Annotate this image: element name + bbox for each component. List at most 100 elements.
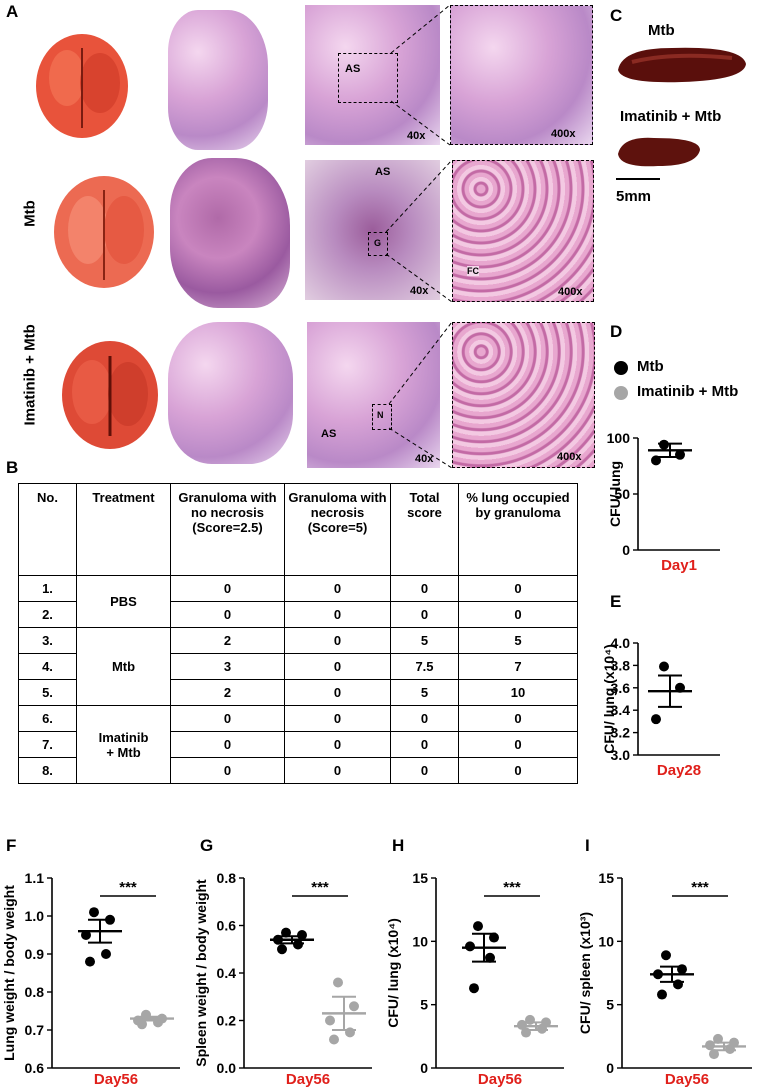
cell-percent-lung: 0	[458, 705, 578, 732]
data-point	[333, 977, 343, 988]
necrosis-label: N	[377, 410, 384, 420]
data-point	[675, 682, 685, 693]
cell-treatment: Mtb	[76, 627, 171, 706]
cell-no: 5.	[18, 679, 77, 706]
x-axis-label: Day28	[657, 762, 701, 779]
x-axis-label: Day56	[665, 1071, 709, 1088]
cell-no-necrosis: 0	[170, 705, 285, 732]
data-point	[273, 934, 283, 945]
y-tick-label: 5	[420, 997, 428, 1013]
data-point	[659, 661, 669, 672]
data-point	[325, 1015, 335, 1026]
header-treatment: Treatment	[76, 483, 171, 576]
alveolar-space-label: AS	[375, 166, 391, 178]
table-row: 2. 0 0 0 0	[18, 601, 578, 628]
cell-no: 4.	[18, 653, 77, 680]
cell-no: 8.	[18, 757, 77, 784]
cell-no: 6.	[18, 705, 77, 732]
cell-treatment: PBS	[76, 575, 171, 628]
y-tick-label: 0.0	[217, 1060, 237, 1076]
cell-with-necrosis: 0	[284, 627, 391, 654]
cell-percent-lung: 0	[458, 731, 578, 758]
y-tick-label: 3.6	[611, 680, 631, 696]
panel-label-f: F	[6, 836, 17, 855]
y-axis-label: CFU/ lung	[607, 461, 623, 527]
y-tick-label: 3.8	[611, 657, 631, 673]
data-point	[675, 449, 685, 460]
magnification-label: 400x	[558, 286, 583, 298]
y-tick-label: 0.4	[217, 965, 237, 981]
cell-with-necrosis: 0	[284, 601, 391, 628]
data-point	[651, 714, 661, 725]
cell-no-necrosis: 2	[170, 679, 285, 706]
y-tick-label: 0.8	[217, 870, 237, 886]
data-point	[141, 1009, 151, 1020]
y-tick-label: 0.7	[25, 1022, 45, 1038]
cell-no-necrosis: 2	[170, 627, 285, 654]
cell-no-necrosis: 0	[170, 731, 285, 758]
table-row: 1. PBS 0 0 0 0	[18, 575, 578, 628]
data-point	[485, 952, 495, 963]
data-point	[277, 944, 287, 955]
data-point	[677, 964, 687, 975]
cell-total-score: 0	[390, 731, 459, 758]
cell-with-necrosis: 0	[284, 757, 391, 784]
cell-no: 3.	[18, 627, 77, 654]
panel-label-d: D	[610, 322, 623, 341]
data-point	[661, 950, 671, 961]
y-tick-label: 0.8	[25, 984, 45, 1000]
row-label-mtb: Mtb	[21, 200, 39, 227]
cell-no-necrosis: 0	[170, 601, 285, 628]
y-tick-label: 15	[598, 870, 614, 886]
row-label-imatinib-mtb: Imatinib + Mtb	[21, 324, 39, 426]
x-axis-label: Day56	[94, 1071, 138, 1088]
spleen-label-imatinib: Imatinib + Mtb	[620, 108, 722, 125]
y-tick-label: 0	[622, 542, 630, 558]
data-point	[521, 1027, 531, 1038]
panel-label-g: G	[200, 836, 214, 855]
zoom-box	[368, 232, 388, 256]
x-axis-label: Day1	[661, 557, 697, 574]
cell-with-necrosis: 0	[284, 705, 391, 732]
data-point	[469, 983, 479, 994]
cell-total-score: 0	[390, 757, 459, 784]
header-with-necrosis: Granuloma with necrosis (Score=5)	[284, 483, 391, 576]
significance-label: ***	[119, 879, 137, 896]
y-axis-label: Spleen weight / body weight	[193, 879, 209, 1067]
cell-treatment: Imatinib + Mtb	[76, 705, 171, 784]
data-point	[465, 941, 475, 952]
significance-label: ***	[311, 879, 329, 896]
data-point	[473, 921, 483, 932]
histology-whole-imatinib	[168, 322, 293, 464]
data-point	[489, 932, 499, 943]
data-point	[713, 1033, 723, 1044]
data-point	[293, 939, 303, 950]
y-axis-label: CFU/ spleen (x10³)	[577, 912, 593, 1034]
y-tick-label: 3.4	[611, 702, 631, 718]
cell-with-necrosis: 0	[284, 575, 391, 602]
data-point	[651, 455, 661, 466]
data-point	[81, 930, 91, 940]
table-row: 5. 2 0 5 10	[18, 679, 578, 706]
zoom-box	[338, 53, 398, 103]
y-tick-label: 5	[606, 997, 614, 1013]
magnification-label: 400x	[557, 451, 582, 463]
cell-no: 2.	[18, 601, 77, 628]
data-point	[101, 949, 111, 959]
cell-percent-lung: 0	[458, 601, 578, 628]
y-tick-label: 3.2	[611, 725, 631, 741]
y-tick-label: 0	[606, 1060, 614, 1076]
spleen-photo-mtb	[618, 47, 746, 83]
data-point	[537, 1023, 547, 1034]
panel-label-h: H	[392, 836, 405, 855]
y-tick-label: 1.0	[25, 908, 45, 924]
magnification-label: 40x	[415, 453, 434, 465]
data-point	[673, 979, 683, 990]
y-tick-label: 0.6	[25, 1060, 45, 1076]
data-point	[705, 1040, 715, 1051]
x-axis-label: Day56	[286, 1071, 330, 1088]
cell-percent-lung: 10	[458, 679, 578, 706]
